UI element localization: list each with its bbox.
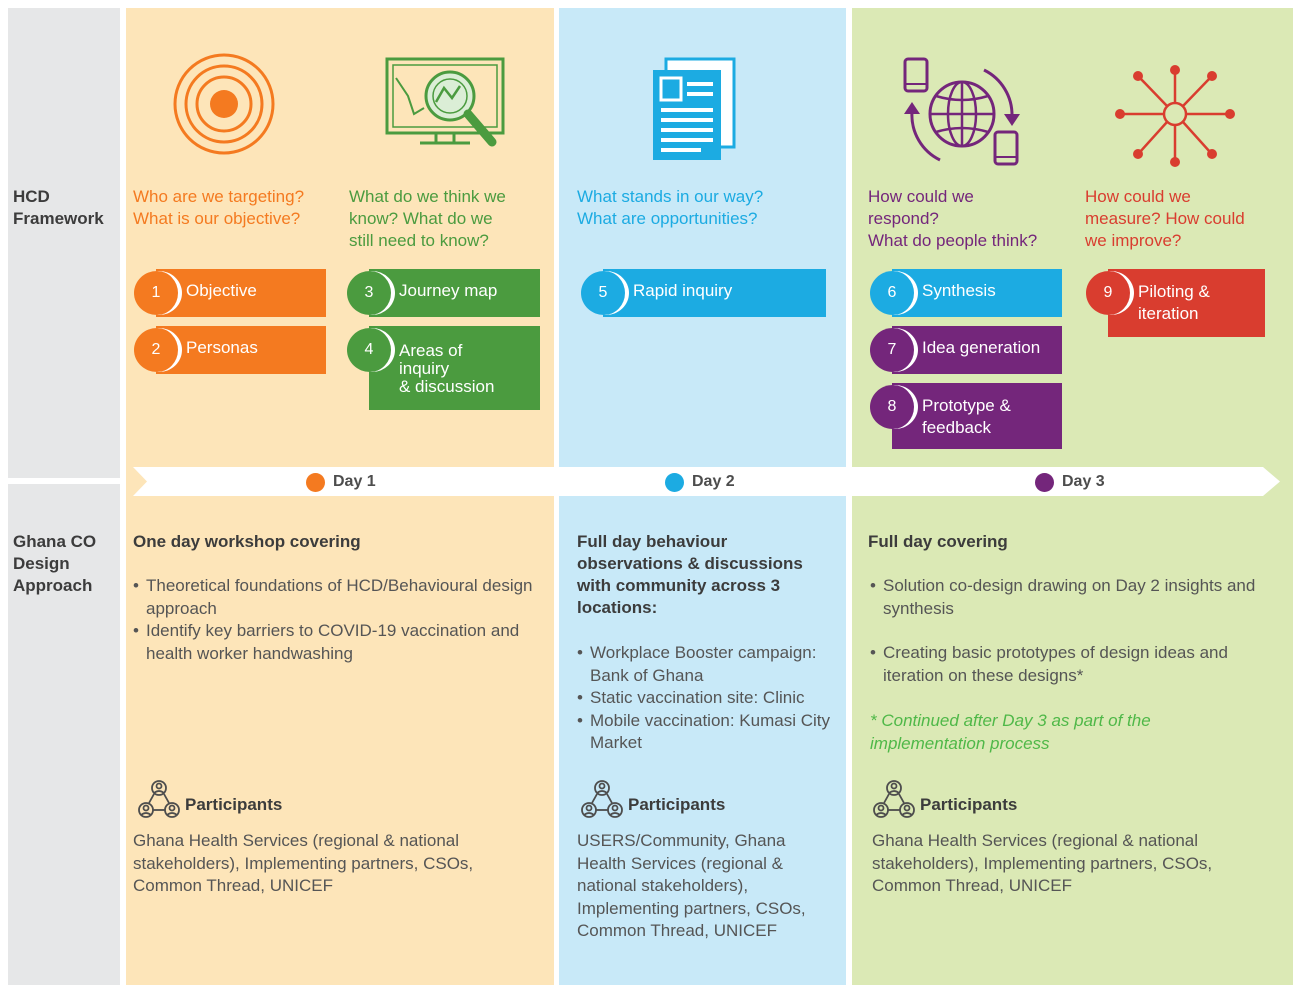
step-number: 1	[134, 271, 180, 315]
people-icon	[581, 780, 623, 818]
magnifier-chart-icon	[385, 57, 505, 147]
participants-title: Participants	[628, 795, 726, 814]
day1-bullets: Theoretical foundations of HCD/Behaviour…	[133, 575, 533, 665]
question-barriers: What stands in our way? What are opportu…	[577, 187, 764, 228]
people-icon	[873, 780, 915, 818]
step-areas-of-inquiry: 4 Areas of inquiry & discussion	[347, 326, 540, 410]
day2-column	[559, 8, 846, 985]
bullet-item: Identify key barriers to COVID-19 vaccin…	[133, 620, 533, 665]
day2-marker: Day 2	[665, 472, 735, 492]
day1-participants-header: Participants	[135, 779, 282, 821]
question-respond: How could we respond? What do people thi…	[868, 187, 1038, 250]
day3-heading: Full day covering	[868, 532, 1008, 551]
step-idea-generation: 7 Idea generation	[870, 326, 1062, 374]
day2-heading: Full day behaviour observations & discus…	[577, 532, 803, 617]
bullet-item: Workplace Booster campaign: Bank of Ghan…	[577, 642, 832, 687]
step-objective: 1 Objective	[134, 269, 326, 317]
network-icon	[1115, 65, 1235, 167]
step-personas: 2 Personas	[134, 326, 326, 374]
day2-label: Day 2	[692, 473, 735, 490]
day2-bullets: Workplace Booster campaign: Bank of Ghan…	[577, 642, 832, 755]
step-label: Objective	[186, 281, 257, 300]
step-journey-map: 3 Journey map	[347, 269, 540, 317]
day3-column	[852, 8, 1293, 985]
step-number: 7	[870, 328, 916, 372]
step-number: 4	[347, 328, 393, 372]
step-label: Piloting & iteration	[1138, 282, 1210, 323]
day3-note: * Continued after Day 3 as part of the i…	[870, 711, 1151, 753]
question-measure: How could we measure? How could we impro…	[1085, 187, 1245, 250]
day1-participants-text: Ghana Health Services (regional & nation…	[133, 831, 474, 895]
day1-marker: Day 1	[306, 472, 376, 492]
day3-dot	[1035, 472, 1054, 492]
step-label: Journey map	[399, 281, 498, 300]
day1-column	[126, 8, 554, 985]
day3-participants-text: Ghana Health Services (regional & nation…	[872, 831, 1213, 895]
day3-bullets: Solution co-design drawing on Day 2 insi…	[870, 575, 1270, 687]
step-label: Rapid inquiry	[633, 281, 733, 300]
day3-label: Day 3	[1062, 473, 1105, 490]
global-phones-icon	[903, 57, 1020, 166]
day2-dot	[665, 472, 684, 492]
participants-title: Participants	[185, 795, 283, 814]
day2-participants-text: USERS/Community, Ghana Health Services (…	[577, 831, 806, 940]
step-rapid-inquiry: 5 Rapid inquiry	[581, 269, 826, 317]
bullet-item: Solution co-design drawing on Day 2 insi…	[870, 575, 1270, 620]
hcd-framework-label: HCD Framework	[13, 187, 104, 228]
question-targeting: Who are we targeting? What is our object…	[133, 187, 305, 228]
question-knowledge: What do we think we know? What do we sti…	[349, 187, 506, 250]
side-panel-ghana	[8, 484, 120, 985]
step-number: 2	[134, 328, 180, 372]
step-number: 6	[870, 271, 916, 315]
step-label: Areas of inquiry & discussion	[399, 341, 495, 396]
timeline-arrow	[133, 467, 1280, 496]
step-number: 3	[347, 271, 393, 315]
target-icon	[173, 53, 275, 155]
day1-label: Day 1	[333, 473, 376, 490]
ghana-approach-label: Ghana CO Design Approach	[13, 532, 97, 595]
step-number: 8	[870, 385, 916, 429]
step-label: Prototype & feedback	[922, 396, 1011, 437]
step-number: 9	[1086, 271, 1132, 315]
day3-participants-header: Participants	[870, 779, 1017, 821]
step-number: 5	[581, 271, 627, 315]
bullet-item: Static vaccination site: Clinic	[577, 687, 832, 710]
step-synthesis: 6 Synthesis	[870, 269, 1062, 317]
documents-icon	[653, 57, 736, 160]
side-panel-hcd	[8, 8, 120, 478]
participants-title: Participants	[920, 795, 1018, 814]
day1-heading: One day workshop covering	[133, 532, 361, 551]
day1-dot	[306, 472, 325, 492]
day3-marker: Day 3	[1035, 472, 1105, 492]
bullet-item: Creating basic prototypes of design idea…	[870, 642, 1270, 687]
step-label: Personas	[186, 338, 258, 357]
step-prototype-feedback: 8 Prototype & feedback	[870, 383, 1062, 449]
step-label: Synthesis	[922, 281, 996, 300]
people-icon	[138, 780, 180, 818]
day2-participants-header: Participants	[578, 779, 725, 821]
bullet-item: Mobile vaccination: Kumasi City Market	[577, 710, 832, 755]
bullet-item: Theoretical foundations of HCD/Behaviour…	[133, 575, 533, 620]
step-label: Idea generation	[922, 338, 1041, 357]
step-piloting-iteration: 9 Piloting & iteration	[1086, 269, 1265, 337]
